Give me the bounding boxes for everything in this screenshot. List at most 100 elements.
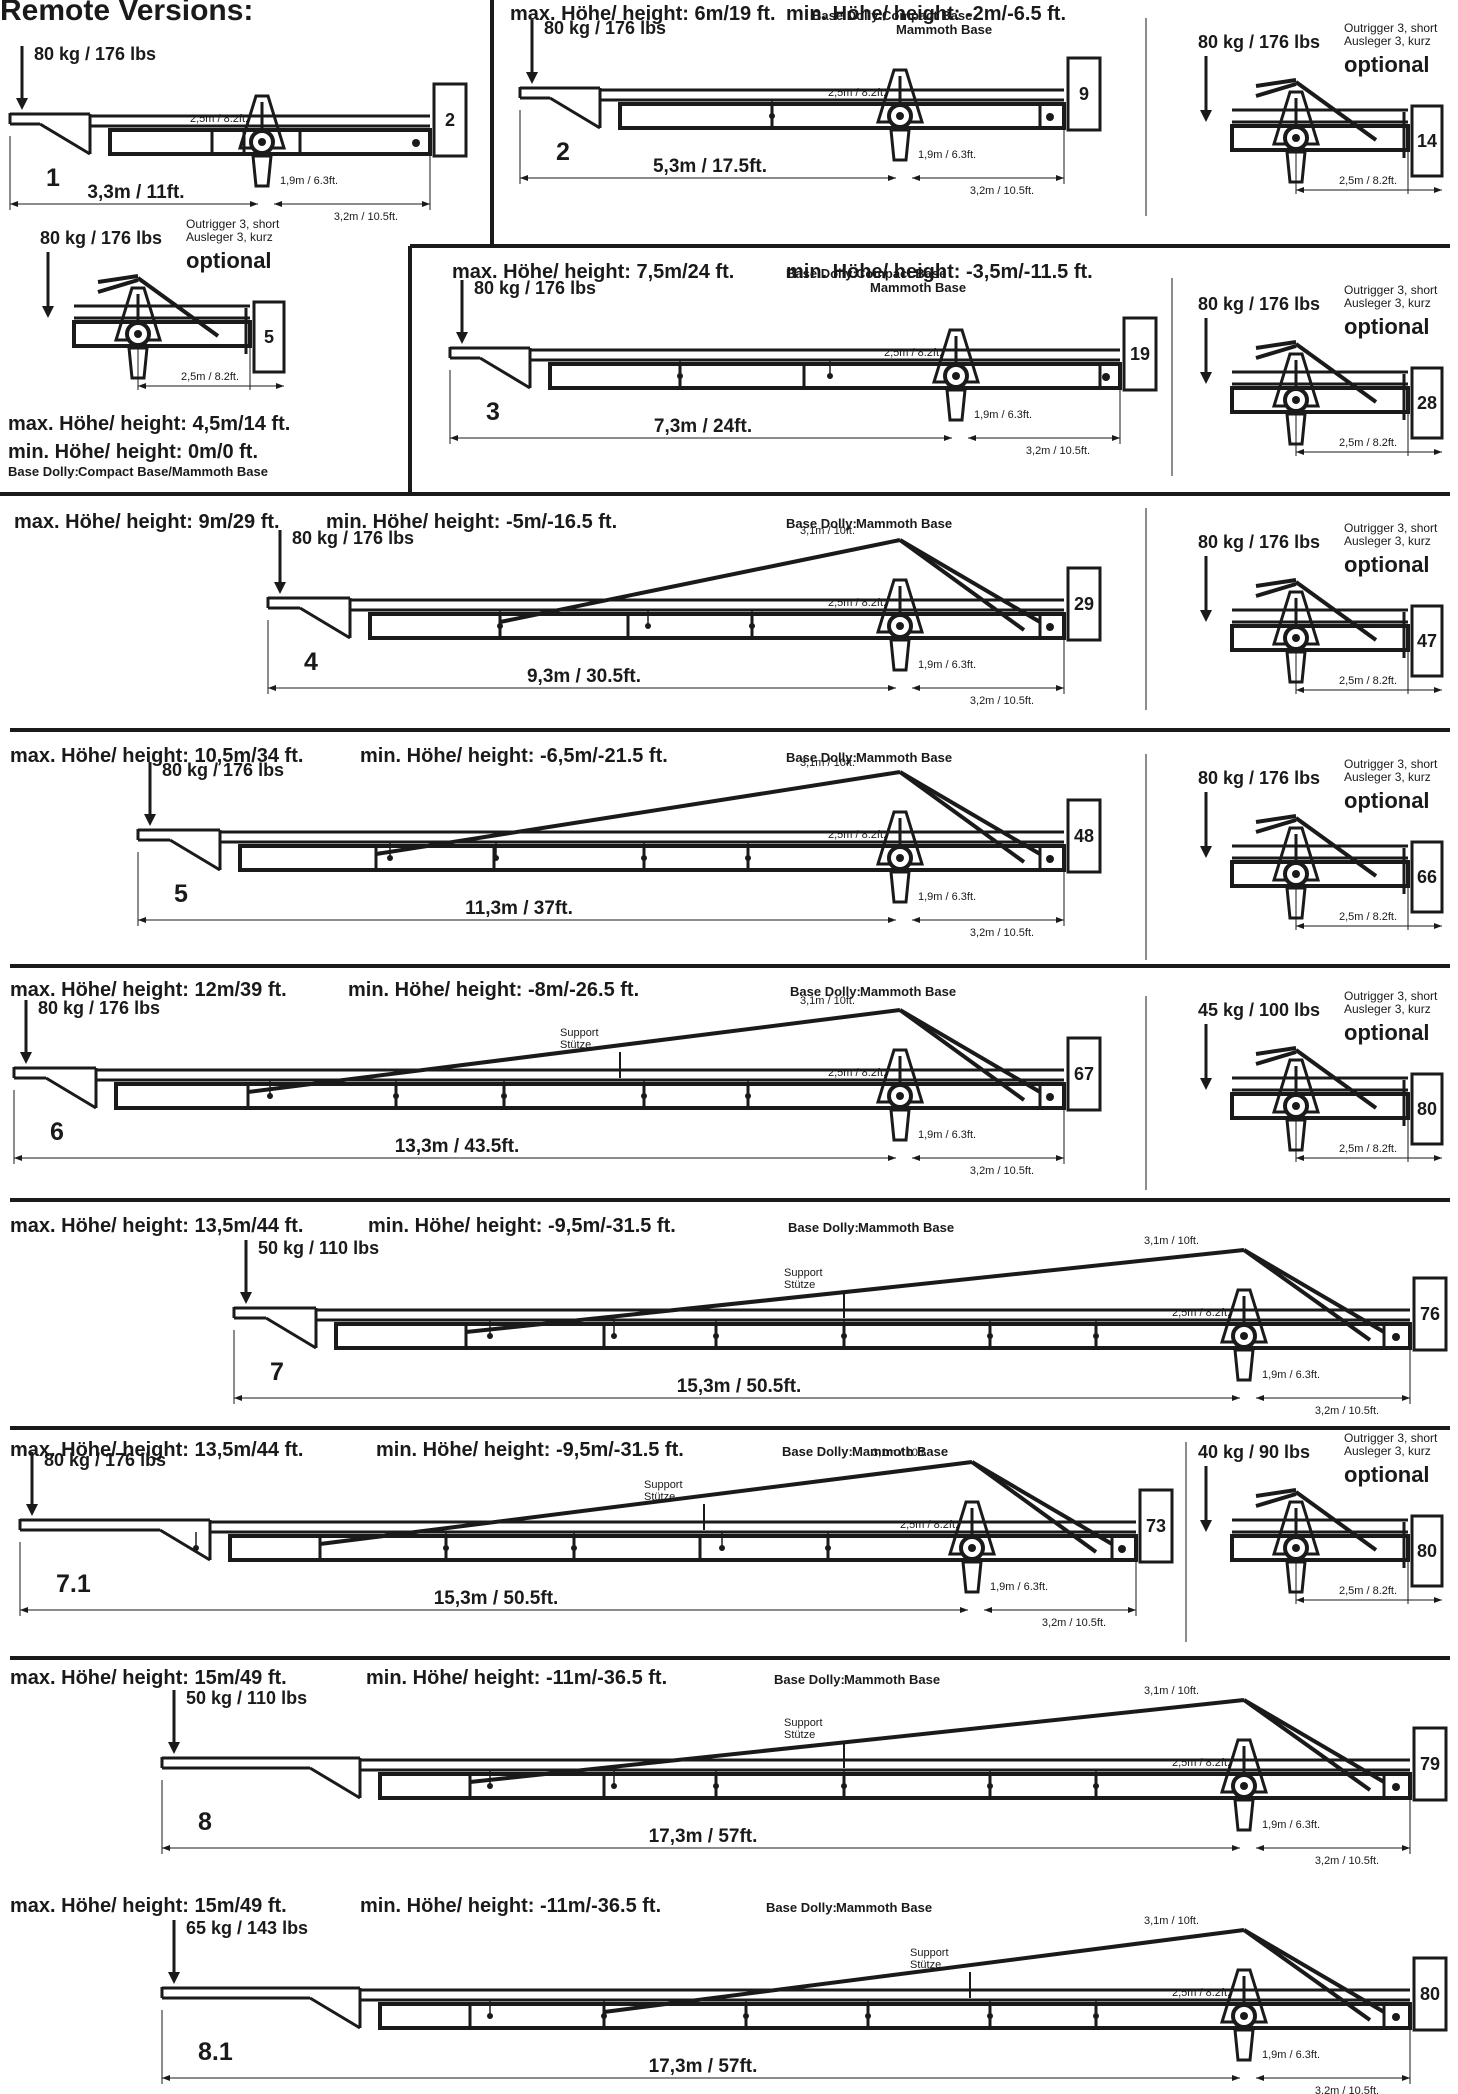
load-arrow-icon: [240, 1240, 252, 1304]
base-dolly-value: Compact Base: [882, 8, 972, 23]
boom-lower-chord: [548, 362, 1122, 390]
hanger-dot: [841, 1783, 847, 1789]
rear-cable: [1294, 342, 1378, 404]
counterweight-label: 80: [1417, 1541, 1437, 1561]
cable: [97, 274, 139, 284]
optional-load-label: 80 kg / 176 lbs: [1198, 32, 1320, 52]
pivot-head-icon: [875, 1048, 925, 1142]
boom-lower-chord: [114, 1082, 1066, 1110]
support-cable: [898, 770, 1042, 856]
cable: [1255, 814, 1297, 824]
counterweight-box: 9: [1066, 56, 1102, 132]
mast-height-label: 3,1m / 10ft.: [1144, 1235, 1199, 1247]
optional-load-label: 80 kg / 176 lbs: [1198, 294, 1320, 314]
pivot-height-label: 1,9m / 6.3ft.: [918, 891, 976, 903]
hanger-dot: [393, 1093, 399, 1099]
optional-label: optional: [1344, 52, 1430, 77]
version-1-diagram: 23,3m / 11ft.3,2m / 10.5ft.1,9m / 6.3ft.…: [8, 44, 468, 223]
support-cable: [375, 770, 901, 856]
counterweight-label: 28: [1417, 393, 1437, 413]
hanger-dot: [487, 1333, 493, 1339]
hanger-dot: [769, 113, 775, 119]
support-label: Stütze: [784, 1279, 815, 1291]
support-label: Stütze: [644, 1491, 675, 1503]
pivot-head-icon: [237, 94, 287, 188]
optional-label: optional: [1344, 552, 1430, 577]
outrigger-label: Outrigger 3, short: [1344, 1431, 1438, 1445]
base-dolly-value: Compact Base/Mammoth Base: [78, 464, 268, 479]
rear-cable: [1294, 80, 1378, 142]
cable: [1255, 1492, 1297, 1508]
load-label: 80 kg / 176 lbs: [162, 760, 284, 780]
pivot-height-label: 1,9m / 6.3ft.: [990, 1581, 1048, 1593]
pivot-head-icon: [931, 328, 981, 422]
end-dot: [1392, 1333, 1400, 1341]
version-number: 7: [270, 1358, 284, 1386]
hanger-dot: [641, 1093, 647, 1099]
mast-height-label: 3,1m / 10ft.: [1144, 1915, 1199, 1927]
base-dolly-value: Mammoth Base: [836, 1900, 932, 1915]
cable: [1255, 82, 1297, 98]
outrigger-label: Ausleger 3, kurz: [1344, 34, 1431, 48]
version-number: 8.1: [198, 2038, 233, 2066]
hanger-dot: [865, 2013, 871, 2019]
hanger-dot: [1093, 1333, 1099, 1339]
hanger-dot: [611, 1783, 617, 1789]
load-label: 80 kg / 176 lbs: [34, 44, 156, 64]
counterweight-box: 76: [1412, 1276, 1448, 1352]
load-arrow-icon: [16, 46, 28, 110]
rear-length-dimension: [912, 1155, 1064, 1161]
end-dot: [412, 139, 420, 147]
mast-height-label: 3,1m / 10ft.: [872, 1447, 927, 1459]
max-height-label: max. Höhe/ height: 13,5m/44 ft.: [10, 1215, 303, 1237]
option-length-label: 2,5m / 8.2ft.: [181, 371, 239, 383]
cable: [1255, 340, 1297, 350]
load-label: 80 kg / 176 lbs: [474, 278, 596, 298]
hanger-dot: [1093, 1783, 1099, 1789]
hanger-dot: [987, 2013, 993, 2019]
upper-length-label: 2,5m / 8.2ft.: [884, 347, 942, 359]
rear-cable: [1242, 1248, 1372, 1342]
cable: [1255, 1046, 1297, 1056]
load-arrow-icon: [526, 20, 538, 84]
min-height-label: min. Höhe/ height: -11m/-36.5 ft.: [366, 1667, 667, 1689]
option-length-label: 2,5m / 8.2ft.: [1339, 911, 1397, 923]
pivot-head-icon: [875, 810, 925, 904]
pivot-head-icon: [1271, 826, 1321, 920]
boom-lower-chord: [378, 2002, 1412, 2030]
base-dolly-label: Base Dolly:: [788, 1220, 859, 1235]
counterweight-label: 14: [1417, 131, 1437, 151]
boom-tip-brace: [265, 1316, 317, 1350]
rear-cable: [1294, 1490, 1378, 1552]
hanger-dot: [841, 1333, 847, 1339]
version-1-optional: max. Höhe/ height: 4,5m/14 ft.min. Höhe/…: [8, 413, 290, 479]
option-length-dimension: [1296, 187, 1442, 193]
hanger-dot: [645, 623, 651, 629]
pivot-height-label: 1,9m / 6.3ft.: [918, 149, 976, 161]
pivot-head-icon: [1219, 1288, 1269, 1382]
outrigger-label: Outrigger 3, short: [1344, 757, 1438, 771]
total-length-dimension: [520, 175, 896, 181]
end-dot: [1118, 1545, 1126, 1553]
rear-cable: [1242, 1928, 1372, 2022]
rear-length-label: 3,2m / 10.5ft.: [970, 695, 1034, 707]
pivot-head-icon: [1271, 90, 1321, 184]
pivot-height-label: 1,9m / 6.3ft.: [918, 1129, 976, 1141]
counterweight-label: 66: [1417, 867, 1437, 887]
hanger-dot: [497, 623, 503, 629]
boom-lower-chord: [368, 612, 1066, 640]
min-height-label: min. Höhe/ height: -9,5m/-31.5 ft.: [368, 1215, 676, 1237]
boom-tip-brace: [169, 838, 221, 872]
mast-height-label: 3,1m / 10ft.: [800, 995, 855, 1007]
pivot-head-icon: [1271, 352, 1321, 446]
hanger-dot: [601, 2013, 607, 2019]
max-height-label: max. Höhe/ height: 9m/29 ft.: [14, 511, 280, 533]
counterweight-box: 48: [1066, 798, 1102, 874]
counterweight-label: 19: [1130, 344, 1150, 364]
mast-height-label: 3,1m / 10ft.: [800, 525, 855, 537]
support-label: Support: [784, 1717, 823, 1729]
